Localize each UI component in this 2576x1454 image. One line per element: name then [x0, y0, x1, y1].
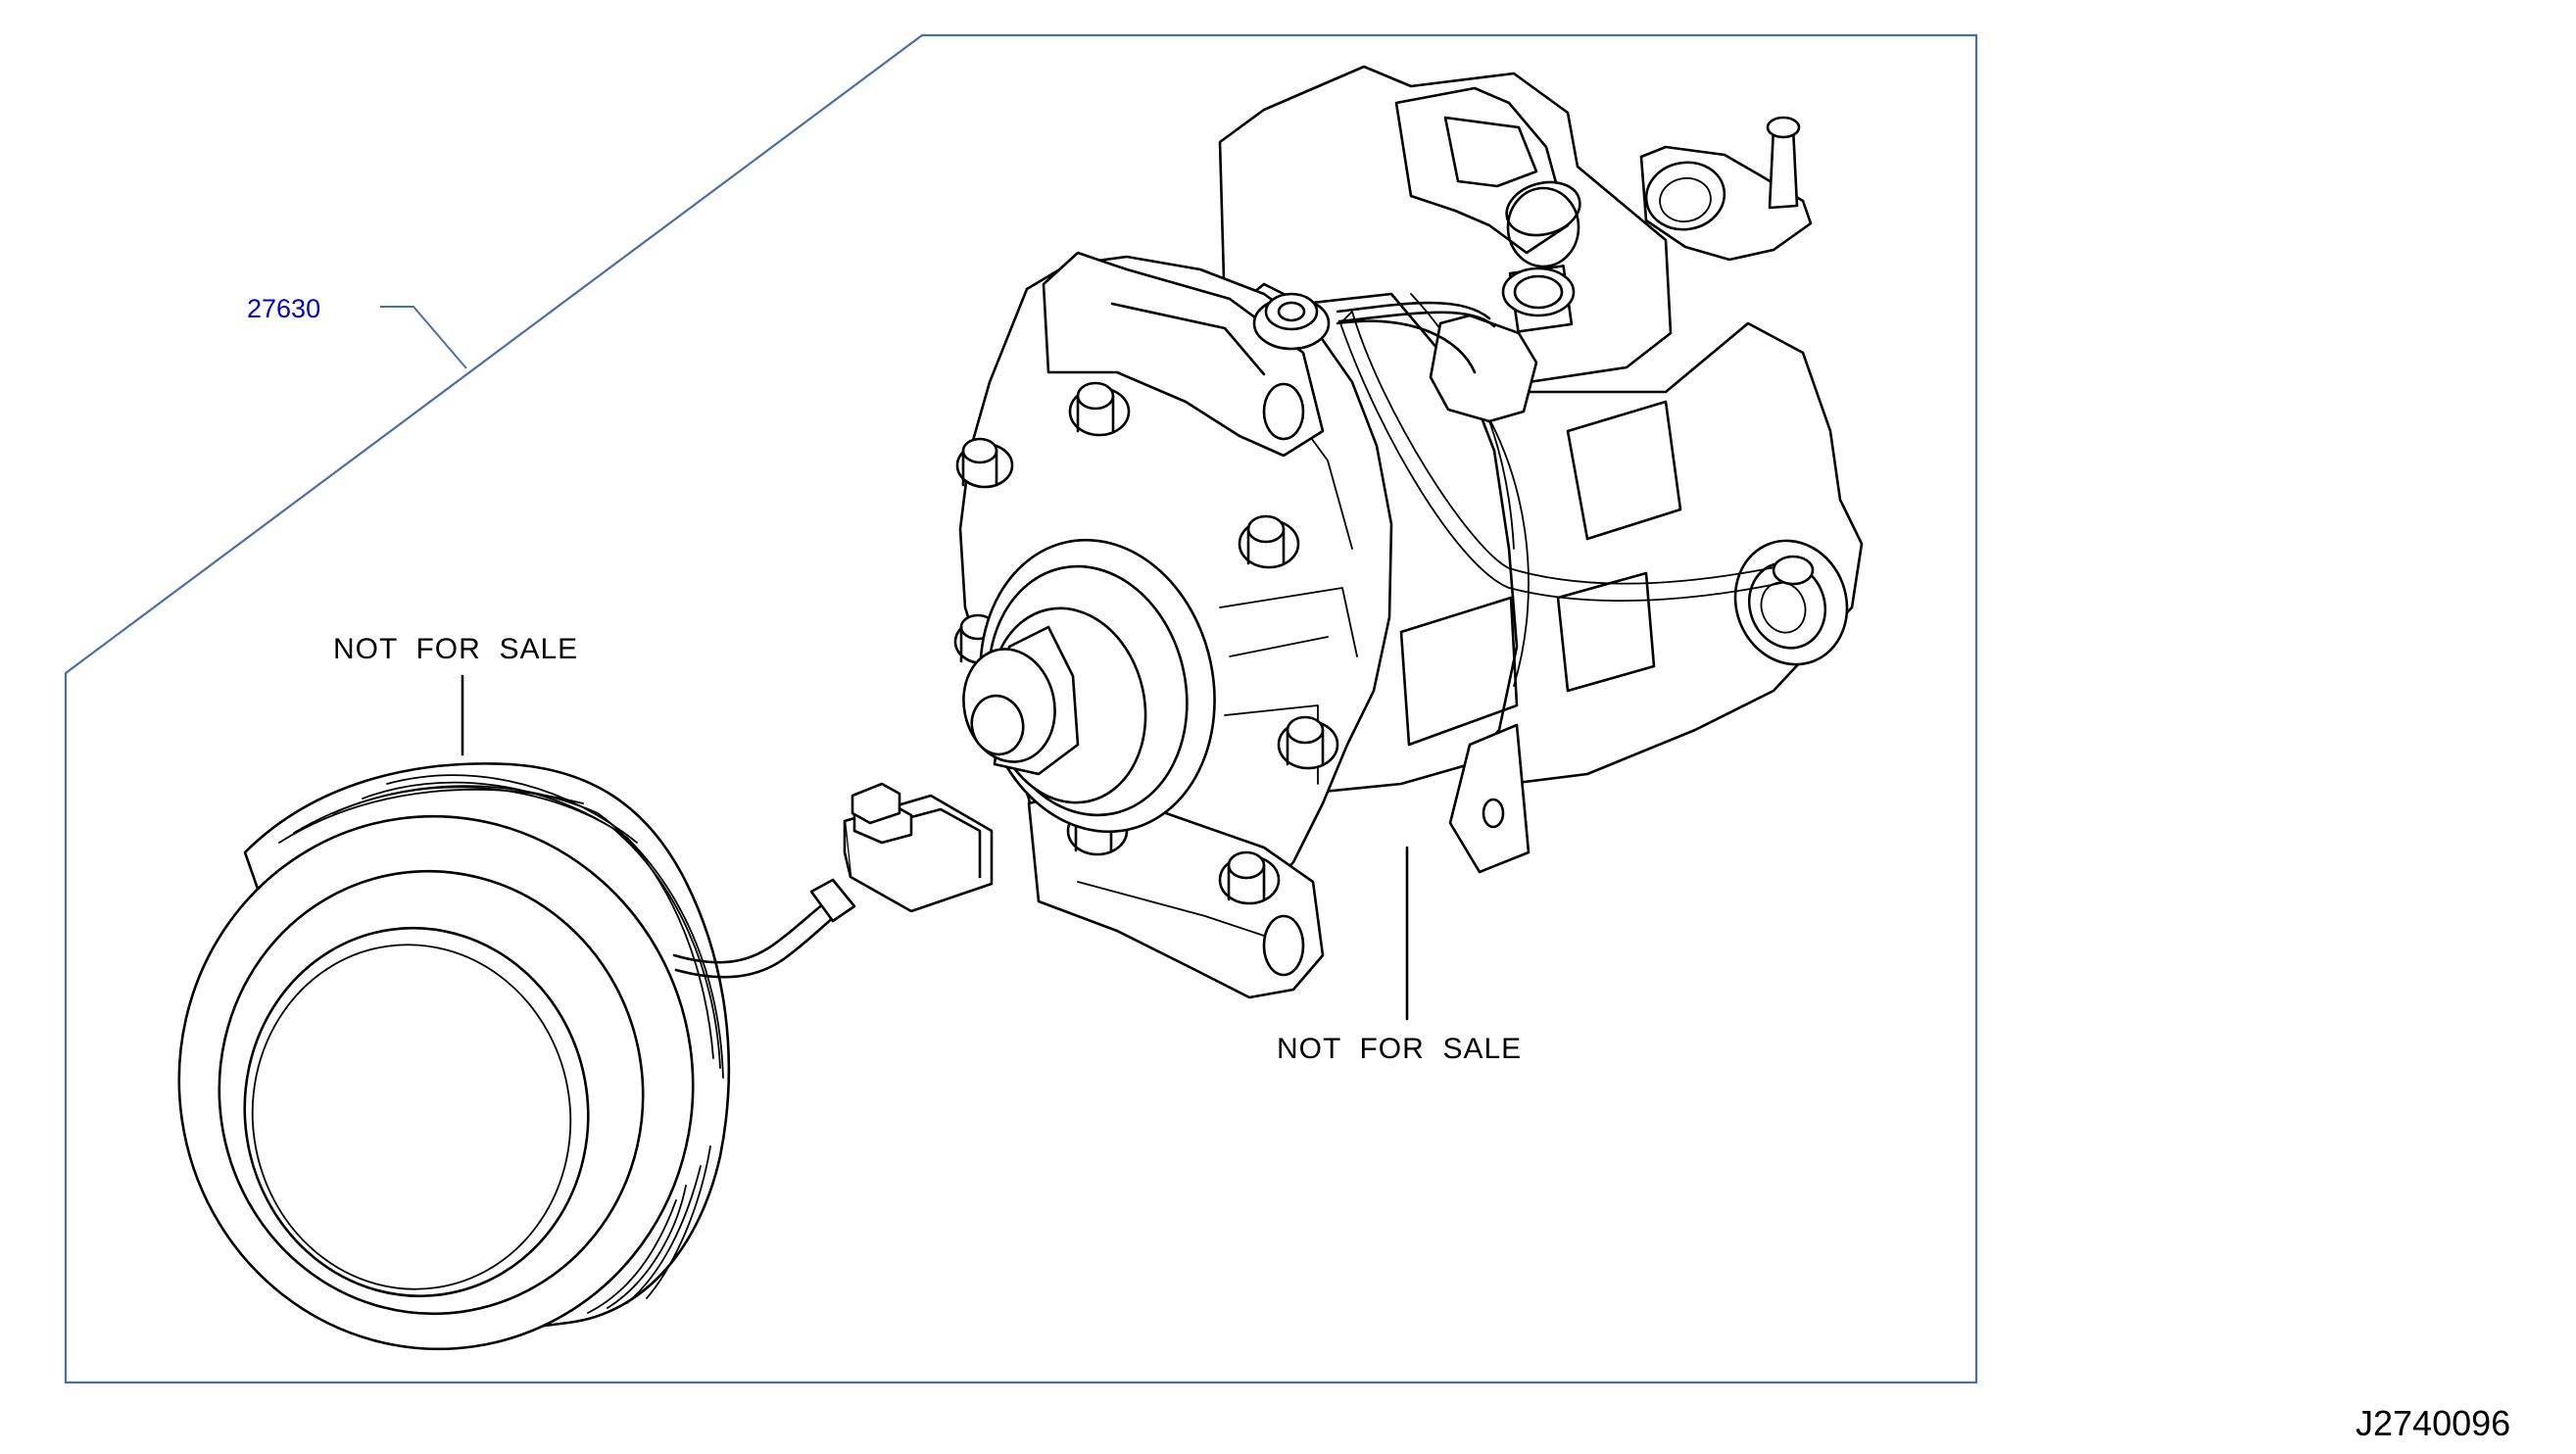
part-number-leader	[380, 306, 467, 369]
not-for-sale-label-compressor: NOT FOR SALE	[1277, 1033, 1522, 1065]
diagram-reference-code: J2740096	[2356, 1403, 2510, 1443]
clutch-pulley-drawing	[177, 762, 731, 1351]
assembly-frame	[64, 33, 1978, 1384]
compressor-shaft-hub	[962, 538, 1216, 834]
clutch-wire-connector	[672, 782, 994, 979]
not-for-sale-label-clutch: NOT FOR SALE	[333, 633, 578, 665]
compressor-body-drawing	[958, 65, 1864, 999]
part-number-label[interactable]: 27630	[247, 294, 320, 323]
